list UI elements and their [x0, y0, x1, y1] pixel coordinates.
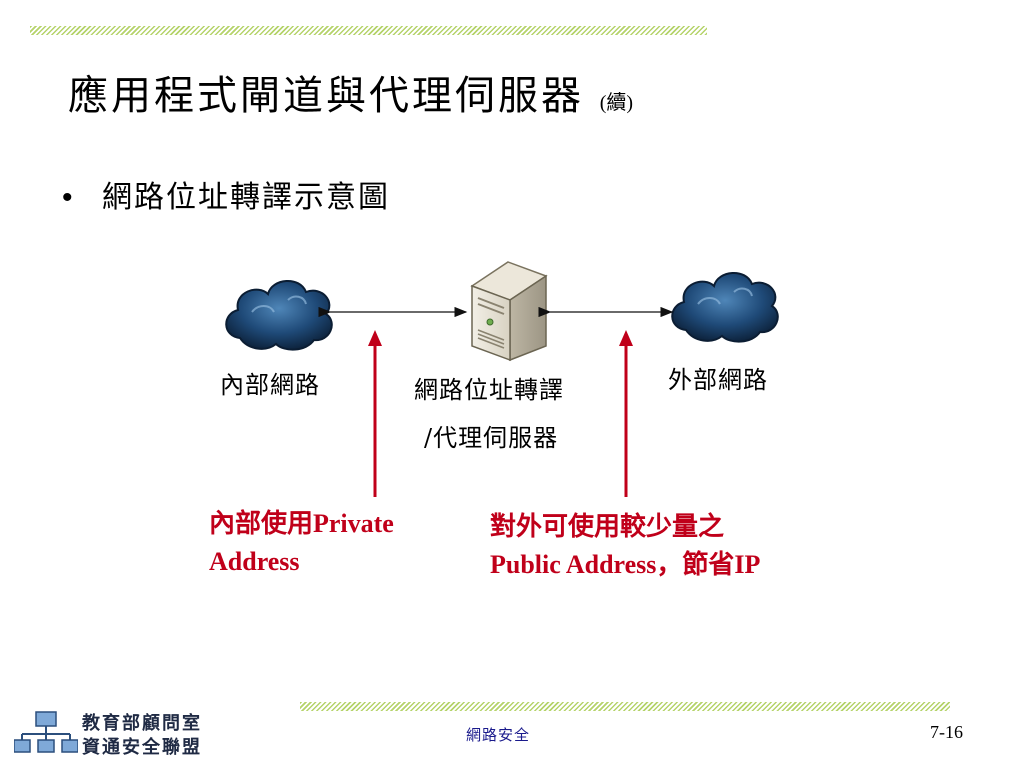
nat-label-line2: /代理伺服器 — [424, 424, 559, 452]
bullet-text: 網路位址轉譯示意圖 — [102, 180, 390, 215]
bullet-icon: • — [62, 181, 75, 214]
private-note-line2: Address — [209, 547, 300, 576]
public-address-note: 對外可使用較少量之 Public Address，節省IP — [490, 508, 870, 584]
nat-proxy-server-icon — [470, 261, 548, 362]
alliance-network-logo-icon — [14, 711, 78, 753]
nat-label-line1: 網路位址轉譯 — [414, 376, 564, 404]
external-network-label: 外部網路 — [668, 366, 768, 394]
public-address-pointer-arrow — [619, 330, 633, 497]
private-address-note: 內部使用Private Address — [209, 505, 469, 581]
title-continued: (續) — [599, 92, 634, 114]
course-name: 網路安全 — [466, 726, 531, 744]
top-decorative-bar — [30, 26, 707, 35]
title-text: 應用程式閘道與代理伺服器 — [68, 73, 584, 119]
public-note-line1: 對外可使用較少量之 — [490, 512, 725, 541]
page-number: 7-16 — [930, 722, 963, 742]
external-network-cloud-icon — [671, 272, 779, 343]
private-note-line1: 內部使用Private — [209, 509, 394, 538]
private-address-pointer-arrow — [368, 330, 382, 497]
org-line2: 資通安全聯盟 — [82, 737, 202, 758]
slide-title: 應用程式閘道與代理伺服器 (續) — [68, 76, 633, 116]
org-name: 教育部顧問室 資通安全聯盟 — [82, 712, 202, 760]
org-line1: 教育部顧問室 — [82, 713, 202, 734]
bullet-item: • 網路位址轉譯示意圖 — [62, 172, 390, 216]
public-note-line2: Public Address，節省IP — [490, 550, 761, 579]
internal-network-label: 內部網路 — [220, 371, 320, 399]
bottom-decorative-bar — [300, 702, 950, 711]
internal-network-cloud-icon — [225, 280, 333, 351]
